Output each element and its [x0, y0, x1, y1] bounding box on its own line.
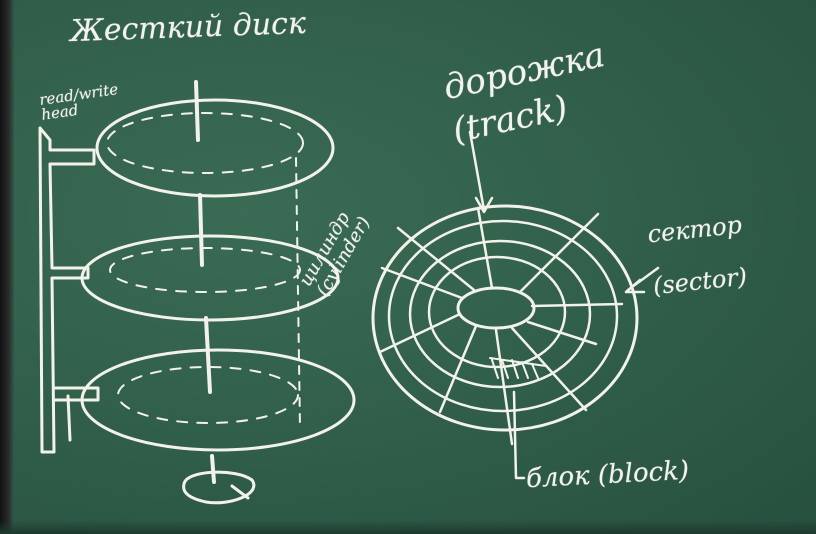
track-ring-2: [387, 219, 619, 413]
sector-label: сектор (sector): [646, 210, 749, 301]
hard-disk-stack: [38, 80, 356, 505]
platter-hub: [456, 286, 536, 330]
platter-top: [95, 98, 335, 198]
track-arrow: [468, 130, 494, 214]
platter-diagram: [371, 130, 660, 480]
track-ring-1: [371, 204, 639, 432]
spindle-base: [182, 470, 256, 505]
platter-middle-track: [109, 247, 301, 293]
platter-bottom-track: [117, 366, 299, 424]
track-ring-3: [408, 239, 592, 389]
platter-top-track: [106, 112, 304, 174]
block-pointer: [512, 390, 526, 480]
block-hatching: [489, 357, 547, 379]
platter-bottom: [80, 348, 356, 452]
sector-arrow: [624, 266, 660, 294]
board-frame-left: [0, 0, 14, 534]
sector-spokes: [378, 206, 624, 446]
track-ring-4: [427, 255, 567, 369]
read-write-head-arm: [38, 126, 100, 454]
cylinder-line: [295, 157, 301, 429]
board-frame-bottom: [0, 520, 816, 534]
spindle: [194, 80, 216, 484]
